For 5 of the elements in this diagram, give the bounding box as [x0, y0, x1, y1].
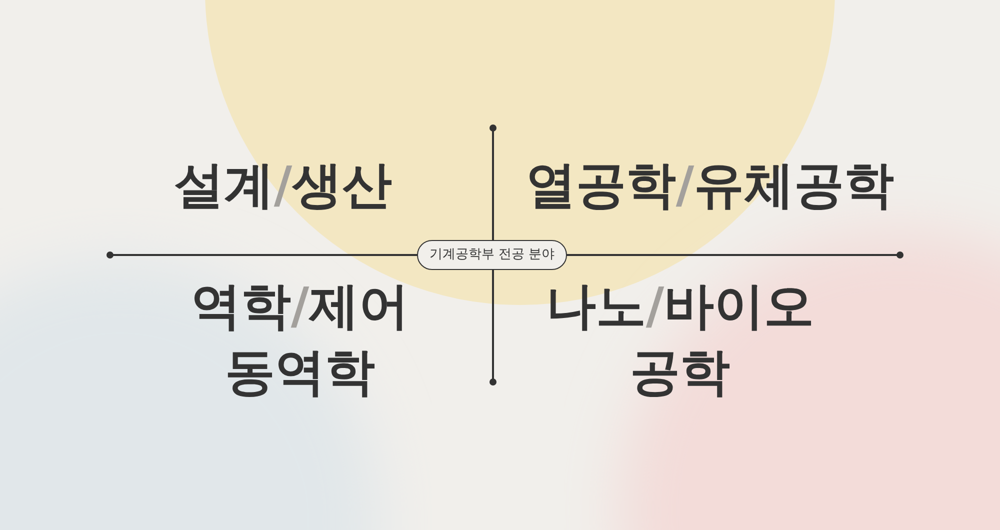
quadrant-label: 역학/제어 동역학	[190, 276, 410, 403]
center-label: 기계공학부 전공 분야	[417, 240, 567, 270]
quadrant-label: 열공학/유체공학	[524, 155, 896, 216]
quadrant-label: 설계/생산	[172, 155, 394, 216]
quadrant-label: 나노/바이오 공학	[544, 276, 816, 403]
